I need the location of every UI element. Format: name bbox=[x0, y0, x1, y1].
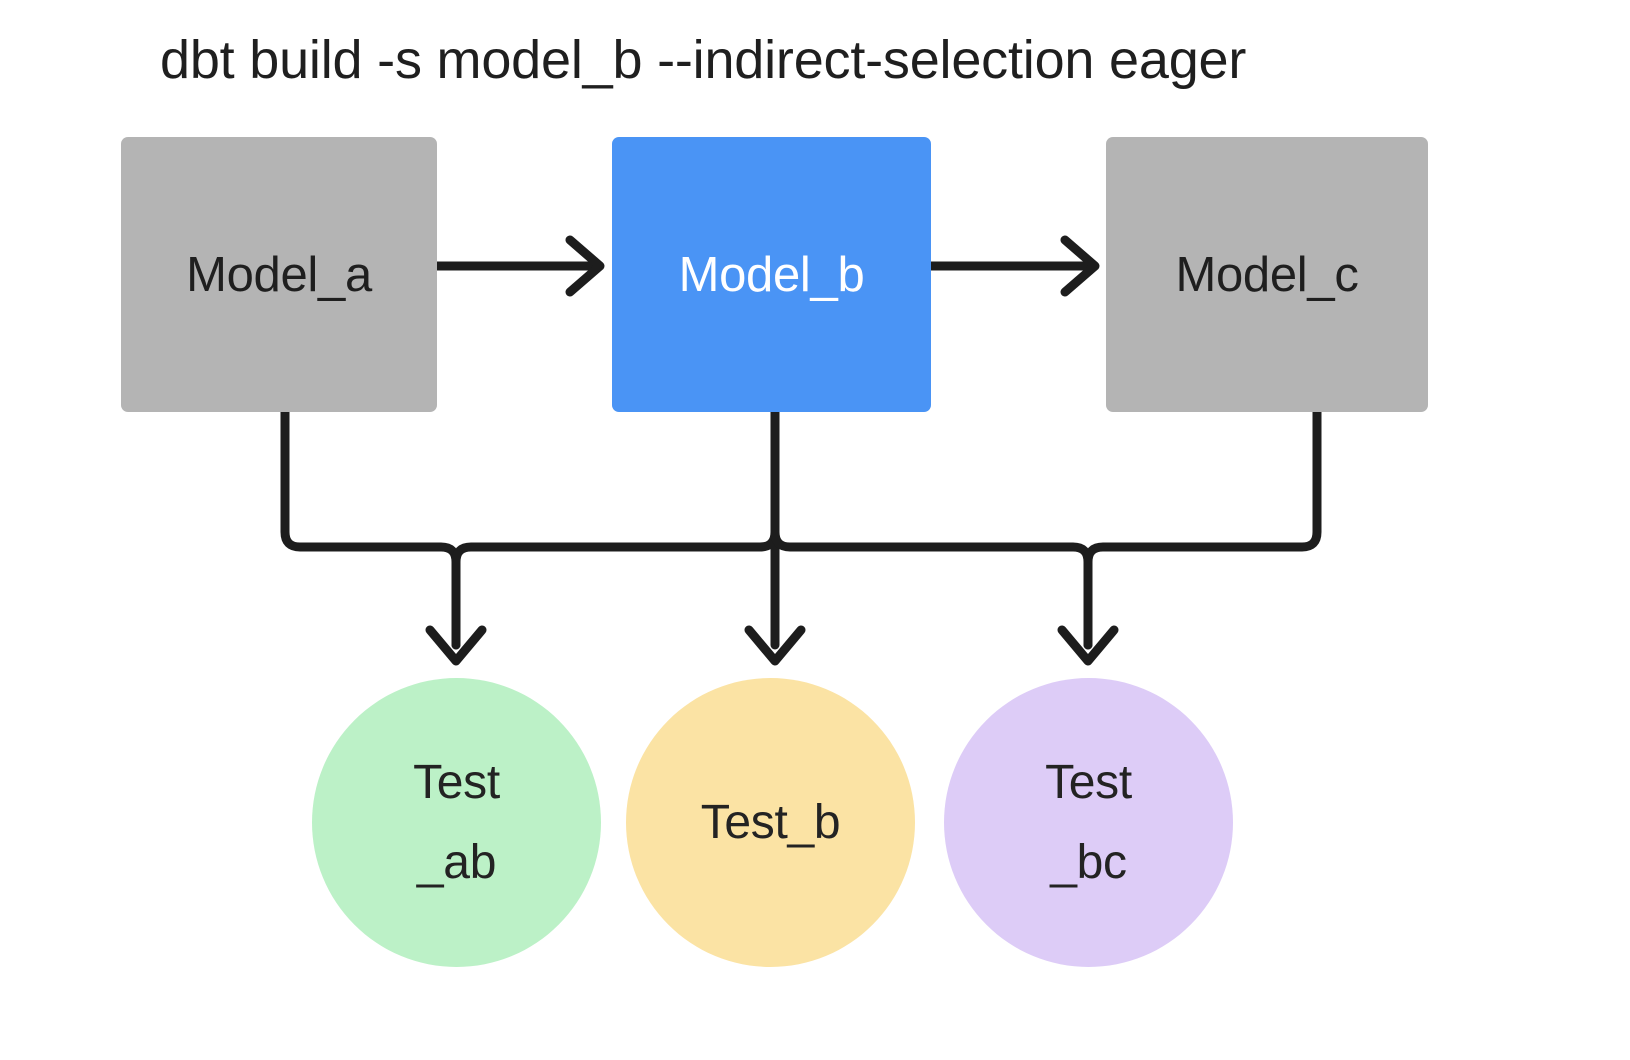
node-test-ab-label-line1: Test bbox=[413, 755, 500, 809]
node-test-bc-label-line1: Test bbox=[1045, 755, 1132, 809]
edge-line-model-a-to-test-ab bbox=[280, 407, 461, 650]
node-model-b-label: Model_b bbox=[678, 247, 865, 302]
diagram-title: dbt build -s model_b --indirect-selectio… bbox=[160, 30, 1247, 90]
node-test-b[interactable]: Test_b bbox=[626, 678, 915, 967]
arrowhead-test-b bbox=[744, 625, 806, 666]
edge-line-model-b-to-test-bc bbox=[770, 407, 1093, 650]
node-test-bc-label-line2: _bc bbox=[1050, 835, 1127, 889]
node-test-ab[interactable]: Test _ab bbox=[312, 678, 601, 967]
arrowhead-b-c bbox=[1060, 235, 1100, 297]
node-model-a[interactable]: Model_a bbox=[121, 137, 437, 412]
node-model-b[interactable]: Model_b bbox=[612, 137, 931, 412]
arrowhead-test-ab bbox=[425, 625, 487, 666]
arrowhead-test-bc bbox=[1057, 625, 1119, 666]
node-test-b-label-line1: Test_b bbox=[700, 795, 841, 849]
arrowhead-a-b bbox=[565, 235, 605, 297]
node-model-c[interactable]: Model_c bbox=[1106, 137, 1428, 412]
edge-line-model-c-to-test-bc bbox=[1083, 407, 1322, 650]
edge-line-model-b-to-test-ab bbox=[451, 407, 780, 650]
node-model-c-label: Model_c bbox=[1175, 247, 1359, 302]
node-test-bc[interactable]: Test _bc bbox=[944, 678, 1233, 967]
node-model-a-label: Model_a bbox=[186, 247, 372, 302]
node-test-ab-label-line2: _ab bbox=[416, 835, 497, 889]
